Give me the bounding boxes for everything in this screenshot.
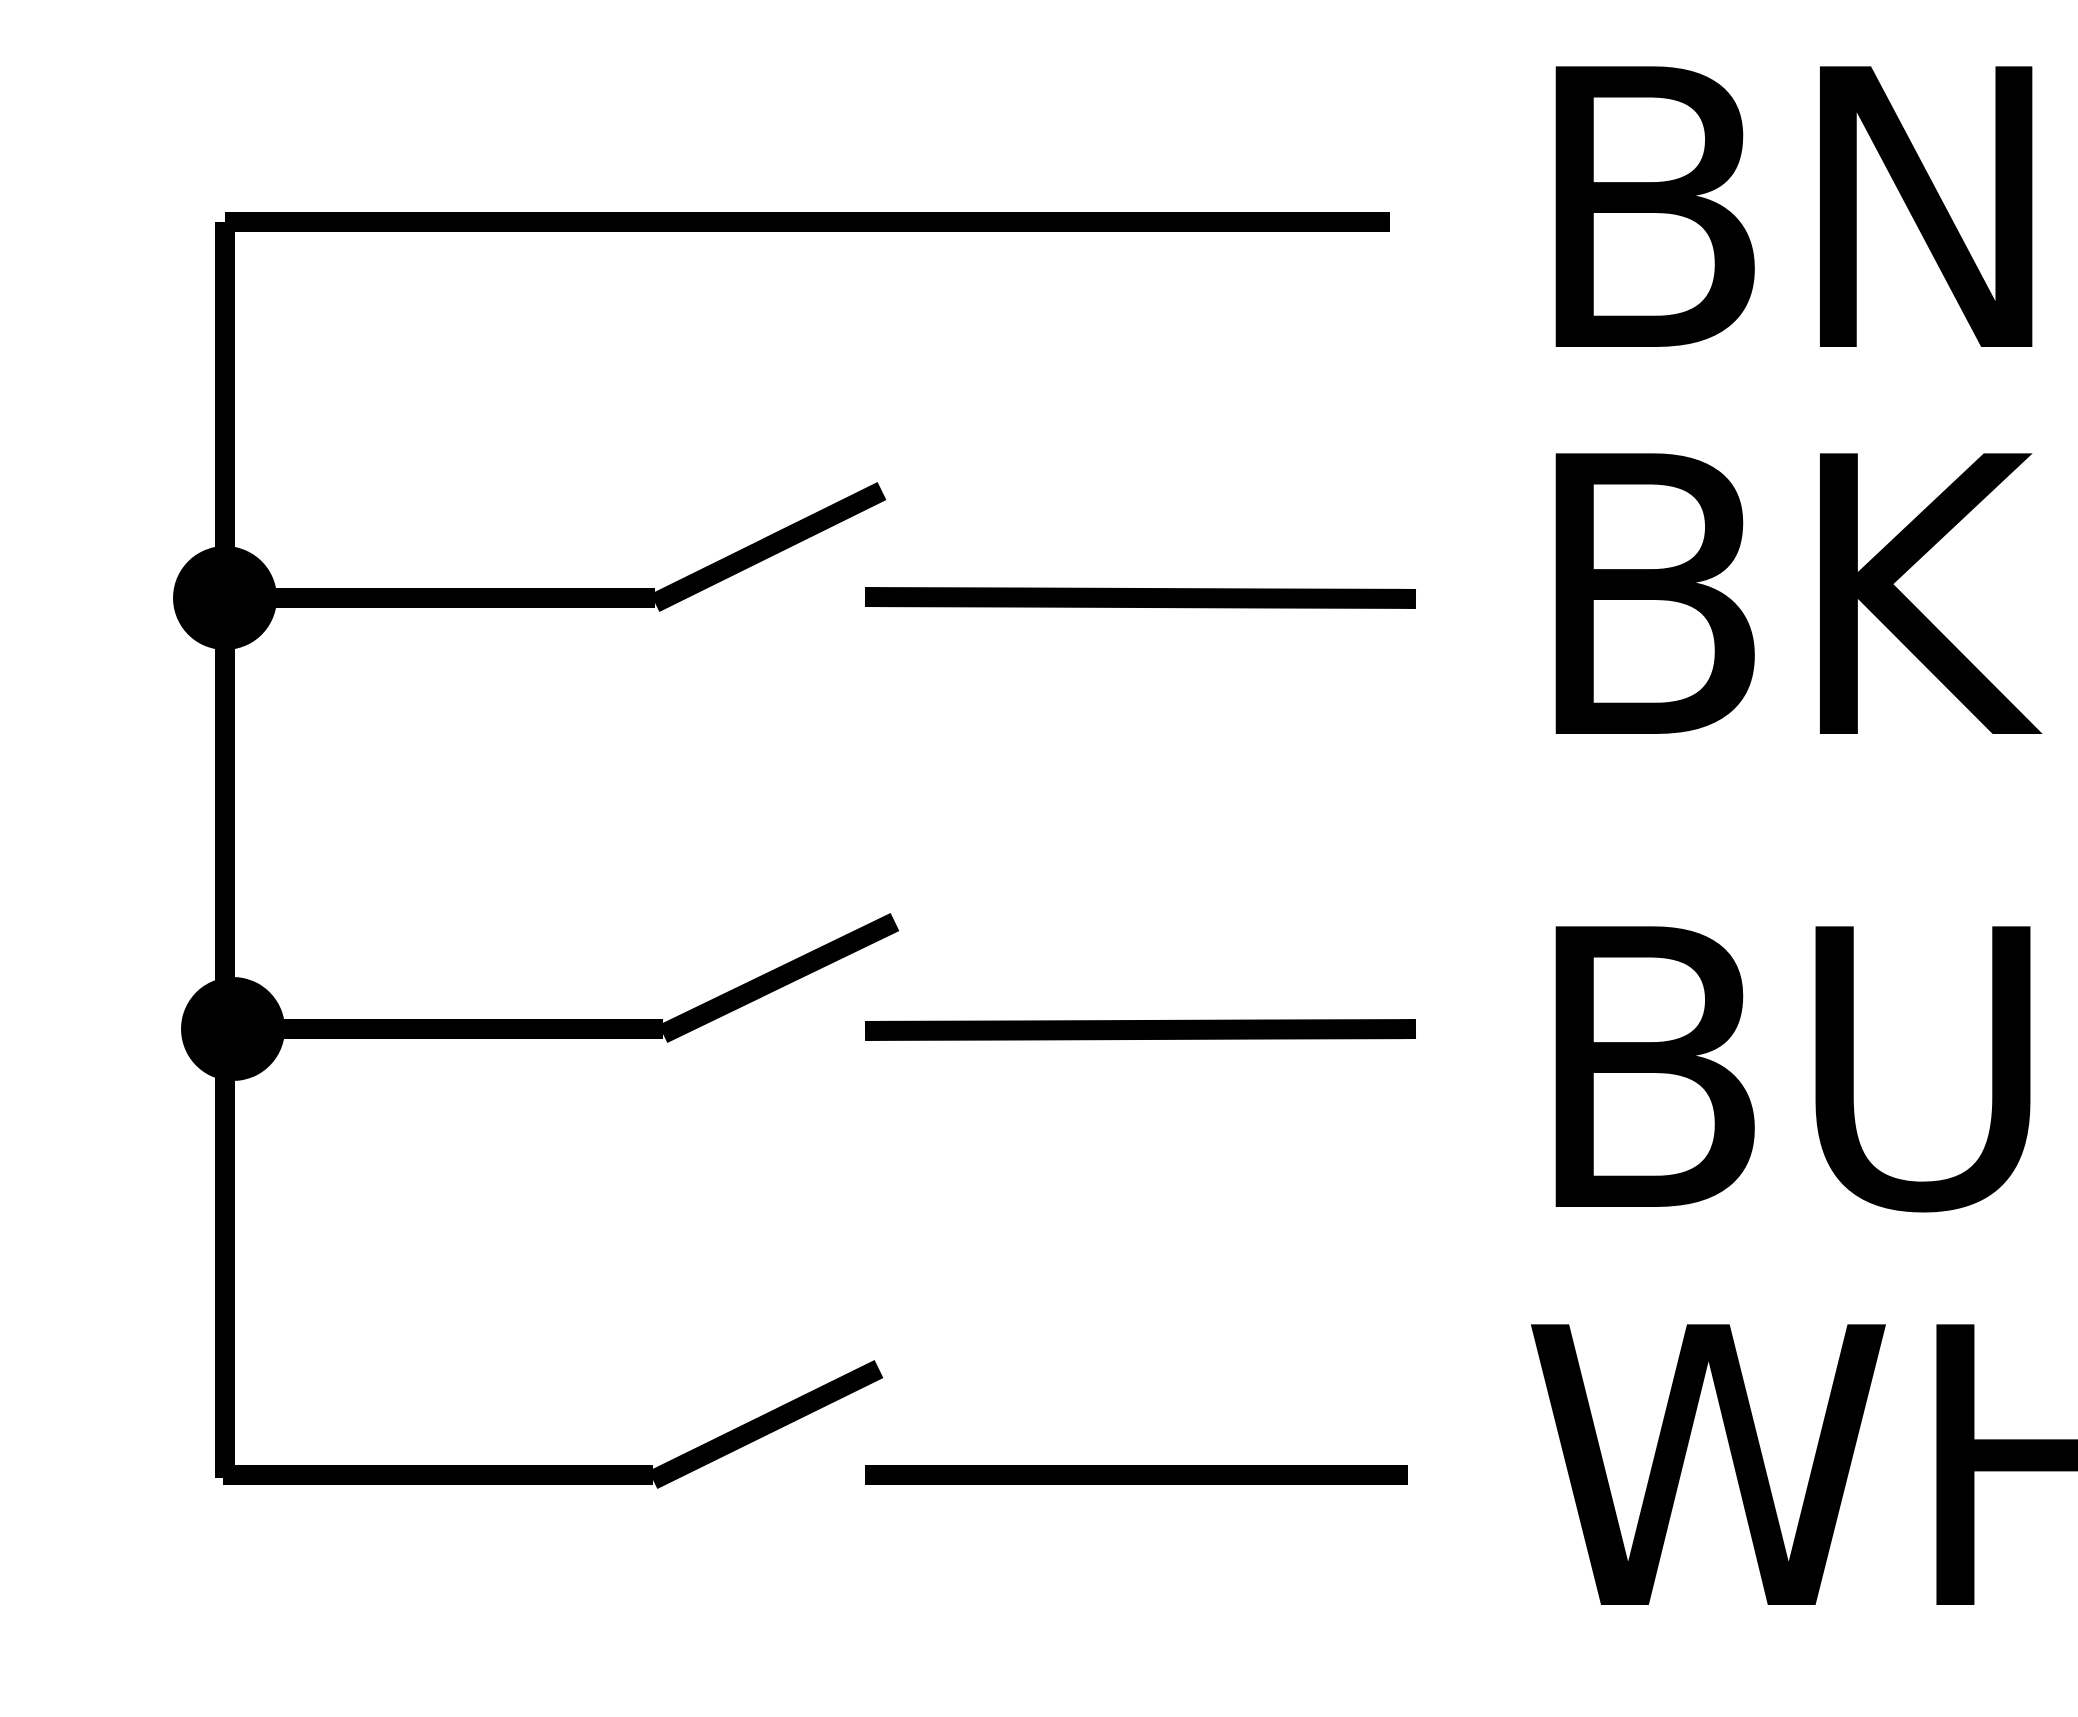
wire-label-bu: BU xyxy=(1518,850,2064,1298)
switch-bu-blade xyxy=(658,912,900,1044)
switch-bk-blade xyxy=(650,482,887,612)
switch-bk xyxy=(225,482,1417,612)
switch-wh xyxy=(223,1360,1408,1489)
switch-bu xyxy=(233,912,1417,1044)
wire-bu-output xyxy=(864,1019,1417,1041)
switch-wh-blade xyxy=(648,1360,884,1489)
wire-label-bn: BN xyxy=(1518,0,2070,438)
wire-bk-output xyxy=(864,587,1417,609)
wire-label-bk: BK xyxy=(1518,377,2047,825)
wire-label-wh: WH xyxy=(1518,1248,2078,1696)
